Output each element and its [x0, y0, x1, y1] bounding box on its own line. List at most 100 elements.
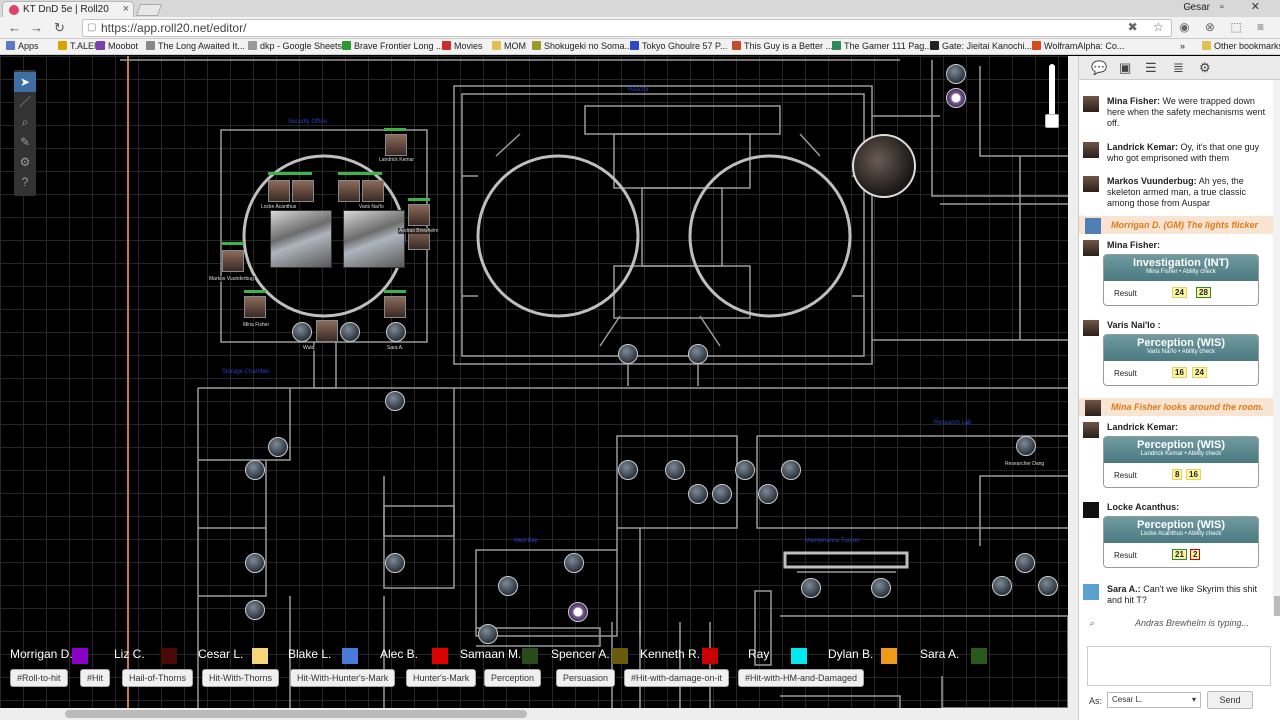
enemy-token[interactable]: [665, 460, 685, 480]
player-color-swatch[interactable]: [971, 648, 987, 664]
player-color-swatch[interactable]: [342, 648, 358, 664]
roll-value[interactable]: 16: [1172, 367, 1187, 378]
player-color-swatch[interactable]: [432, 648, 448, 664]
player-token[interactable]: [362, 180, 384, 202]
macro-button[interactable]: #Hit-with-HM-and-Damaged: [738, 669, 865, 687]
player-name[interactable]: Dylan B.: [828, 647, 874, 661]
roll-value[interactable]: 16: [1186, 469, 1201, 480]
back-icon[interactable]: ←: [8, 20, 21, 35]
tab-close-icon[interactable]: ×: [122, 3, 129, 15]
bookmark-item[interactable]: Tokyo Ghoulre 57 P...: [630, 41, 727, 51]
scrollbar-thumb[interactable]: [65, 710, 527, 718]
player-token[interactable]: [222, 250, 244, 272]
player-token[interactable]: [408, 204, 430, 226]
zoom-slider-handle[interactable]: [1045, 114, 1059, 128]
player-color-swatch[interactable]: [252, 648, 268, 664]
new-tab-button[interactable]: [135, 4, 163, 16]
macro-button[interactable]: Persuasion: [556, 669, 616, 687]
draw-tool-icon[interactable]: ／: [18, 95, 31, 109]
bookmark-item[interactable]: Gate: Jieitai Kanochi...: [930, 41, 1032, 51]
player-color-swatch[interactable]: [702, 648, 718, 664]
zoom-tool-icon[interactable]: ⌕: [21, 115, 29, 129]
enemy-token[interactable]: [688, 484, 708, 504]
roll-value[interactable]: 24: [1192, 367, 1207, 378]
reload-icon[interactable]: ↻: [54, 20, 65, 35]
player-token[interactable]: [316, 320, 338, 342]
macro-button[interactable]: #Roll-to-hit: [10, 669, 68, 687]
chat-icon[interactable]: 💬: [1091, 60, 1108, 75]
player-name[interactable]: Samaan M.: [460, 647, 522, 661]
bookmark-item[interactable]: Other bookmarks: [1202, 41, 1280, 51]
macro-button[interactable]: Hit-With-Thorns: [202, 669, 280, 687]
player-name[interactable]: Cesar L.: [198, 647, 244, 661]
bookmark-item[interactable]: Movies: [442, 41, 483, 51]
bookmark-item[interactable]: dkp - Google Sheets: [248, 41, 342, 51]
journal-icon[interactable]: ☰: [1145, 60, 1157, 75]
send-button[interactable]: Send: [1207, 691, 1253, 709]
enemy-token[interactable]: [385, 553, 405, 573]
player-color-swatch[interactable]: [161, 648, 177, 664]
boss-token[interactable]: [852, 134, 916, 198]
player-color-swatch[interactable]: [72, 648, 88, 664]
enemy-token[interactable]: [781, 460, 801, 480]
enemy-token[interactable]: [946, 64, 966, 84]
roll-value[interactable]: 28: [1196, 287, 1211, 298]
bookmark-item[interactable]: Shokugeki no Soma...: [532, 41, 632, 51]
enemy-token[interactable]: [688, 344, 708, 364]
enemy-token[interactable]: [385, 391, 405, 411]
enemy-token[interactable]: [712, 484, 732, 504]
extension-icons[interactable]: ✖ ☆ ◉ ⊗ ⬚ ≡: [1127, 20, 1270, 34]
enemy-token[interactable]: [618, 344, 638, 364]
player-color-swatch[interactable]: [522, 648, 538, 664]
macro-button[interactable]: Hit-With-Hunter's-Mark: [290, 669, 396, 687]
player-token[interactable]: [338, 180, 360, 202]
enemy-token[interactable]: [801, 578, 821, 598]
player-token[interactable]: [385, 134, 407, 156]
browser-tab[interactable]: KT DnD 5e | Roll20 ×: [2, 1, 134, 17]
player-color-swatch[interactable]: [791, 648, 807, 664]
player-name[interactable]: Spencer A.: [551, 647, 610, 661]
player-token[interactable]: [292, 180, 314, 202]
bookmark-item[interactable]: Brave Frontier Long ...: [342, 41, 444, 51]
horizontal-scrollbar[interactable]: [0, 708, 1068, 720]
player-token[interactable]: [384, 296, 406, 318]
roll-value[interactable]: 21: [1172, 549, 1187, 560]
roll-value[interactable]: 2: [1190, 549, 1201, 560]
enemy-token[interactable]: [564, 553, 584, 573]
player-name[interactable]: Alec B.: [380, 647, 419, 661]
bookmark-item[interactable]: WolframAlpha: Co...: [1032, 41, 1124, 51]
npc-token[interactable]: [1016, 436, 1036, 456]
enemy-token[interactable]: [871, 578, 891, 598]
enemy-token[interactable]: [1015, 553, 1035, 573]
vehicle-token[interactable]: [270, 210, 332, 268]
enemy-token[interactable]: [245, 600, 265, 620]
bookmark-item[interactable]: MOM: [492, 41, 526, 51]
enemy-token[interactable]: [1038, 576, 1058, 596]
player-name[interactable]: Sara A.: [920, 647, 960, 661]
macro-button[interactable]: Hail-of-Thorns: [122, 669, 194, 687]
forward-icon[interactable]: →: [30, 20, 43, 35]
compendium-icon[interactable]: ≣: [1173, 60, 1184, 75]
bookmark-item[interactable]: Apps: [6, 41, 39, 51]
enemy-token[interactable]: [245, 460, 265, 480]
measure-tool-icon[interactable]: ✎: [19, 135, 31, 149]
fog-tool-icon[interactable]: ⚙: [19, 155, 31, 169]
map-canvas[interactable]: Security Office Reactor Storage Chamber …: [0, 56, 1068, 708]
bookmark-item[interactable]: Moobot: [96, 41, 138, 51]
enemy-token[interactable]: [478, 624, 498, 644]
more-bookmarks-icon[interactable]: »: [1180, 41, 1186, 51]
bookmark-item[interactable]: T.ALERT: [58, 41, 106, 51]
vehicle-token[interactable]: [343, 210, 405, 268]
player-token[interactable]: [244, 296, 266, 318]
enemy-token[interactable]: [386, 322, 406, 342]
select-tool-icon[interactable]: ➤: [14, 72, 36, 92]
bookmark-item[interactable]: The Gamer 111 Pag...: [832, 41, 932, 51]
window-controls[interactable]: – ▫ ✕: [1186, 1, 1272, 13]
enemy-token[interactable]: [268, 437, 288, 457]
chat-scrollbar[interactable]: [1273, 80, 1280, 616]
enemy-token[interactable]: [498, 576, 518, 596]
player-name[interactable]: Liz C.: [114, 647, 145, 661]
player-name[interactable]: Kenneth R.: [640, 647, 701, 661]
speaking-as-select[interactable]: Cesar L.▾: [1107, 692, 1201, 708]
enemy-token[interactable]: [618, 460, 638, 480]
